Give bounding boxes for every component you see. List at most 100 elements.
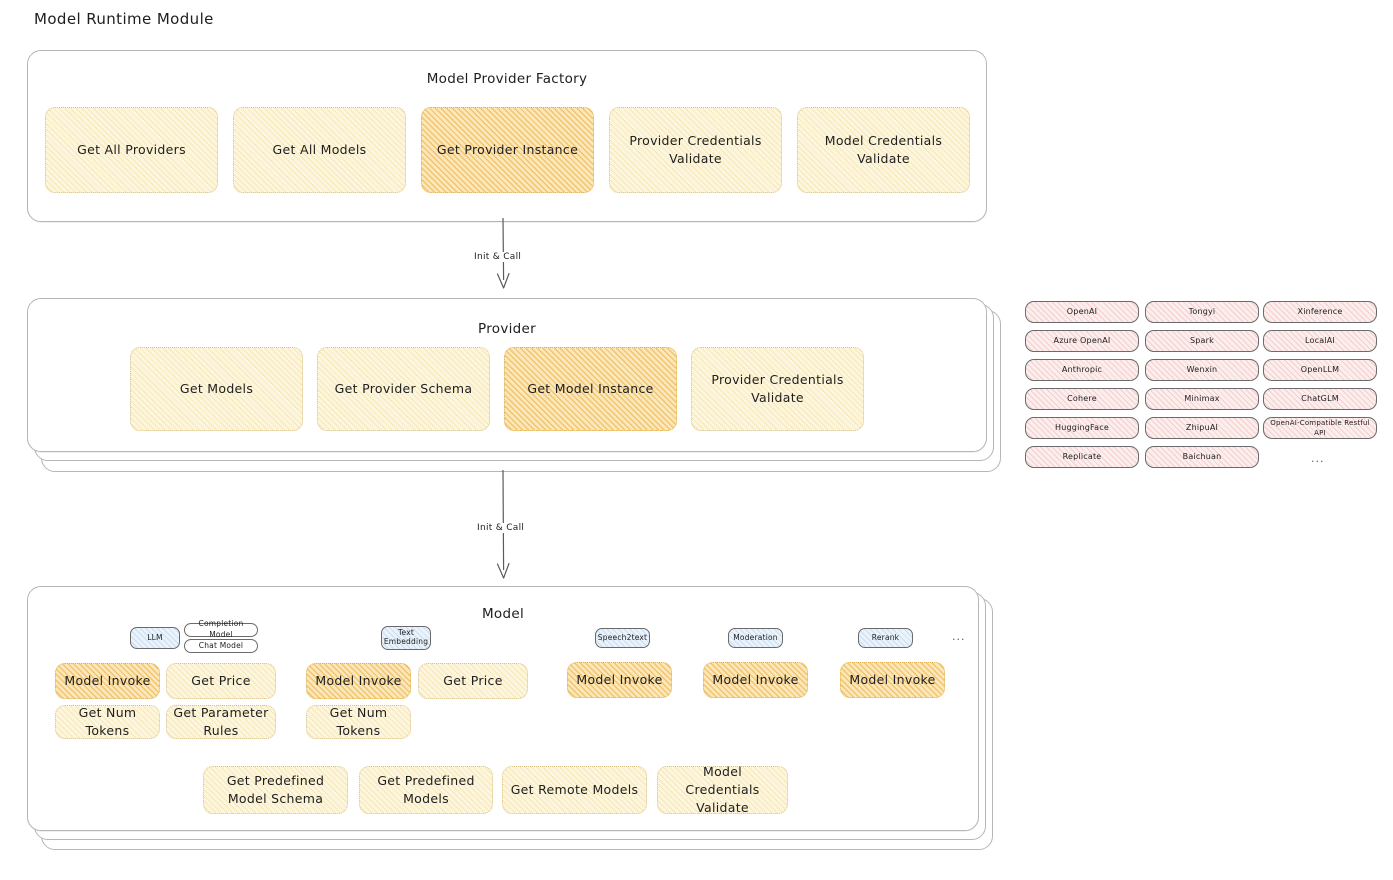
- model-types-more: ...: [952, 630, 966, 643]
- model-node-model-invoke-llm[interactable]: Model Invoke: [55, 663, 160, 699]
- provider-node-get-provider-schema[interactable]: Get Provider Schema: [317, 347, 490, 431]
- model-type-chip-moderation[interactable]: Moderation: [728, 628, 783, 648]
- provider-chip-zhipuai[interactable]: ZhipuAI: [1145, 417, 1259, 439]
- provider-chip-chatglm[interactable]: ChatGLM: [1263, 388, 1377, 410]
- model-subtype-chip-completion-model[interactable]: Completion Model: [184, 619, 258, 639]
- factory-node-provider-credentials-validate[interactable]: Provider Credentials Validate: [609, 107, 782, 193]
- model-node-get-num-tokens-llm[interactable]: Get Num Tokens: [55, 705, 160, 739]
- node-label: Get All Providers: [77, 141, 186, 157]
- node-label: Provider Credentials Validate: [711, 371, 844, 405]
- chip-label: Wenxin: [1186, 365, 1218, 375]
- chip-label: Baichuan: [1182, 452, 1222, 462]
- node-label: Model Credentials Validate: [824, 132, 943, 166]
- chip-label: LLM: [147, 632, 163, 642]
- chip-label: ChatGLM: [1301, 394, 1339, 404]
- model-node-get-remote-models[interactable]: Get Remote Models: [502, 766, 647, 814]
- provider-title: Provider: [478, 321, 536, 337]
- node-label: Get Num Tokens: [78, 704, 137, 738]
- chip-label: Azure OpenAI: [1053, 336, 1111, 346]
- provider-node-provider-credentials-validate[interactable]: Provider Credentials Validate: [691, 347, 864, 431]
- model-node-get-predefined-model-schema[interactable]: Get Predefined Model Schema: [203, 766, 348, 814]
- provider-node-get-model-instance[interactable]: Get Model Instance: [504, 347, 677, 431]
- provider-chip-replicate[interactable]: Replicate: [1025, 446, 1139, 468]
- node-label: Get Remote Models: [510, 781, 639, 797]
- factory-node-model-credentials-validate[interactable]: Model Credentials Validate: [797, 107, 970, 193]
- node-label: Get Predefined Model Schema: [226, 772, 325, 806]
- provider-chip-huggingface[interactable]: HuggingFace: [1025, 417, 1139, 439]
- node-label: Model Credentials Validate: [685, 763, 760, 816]
- model-node-model-invoke-speech2text[interactable]: Model Invoke: [567, 662, 672, 698]
- chip-label: Minimax: [1184, 394, 1220, 404]
- chip-label: LocalAI: [1305, 336, 1335, 346]
- chip-label: Replicate: [1062, 452, 1102, 462]
- node-label: Get Predefined Models: [377, 772, 475, 806]
- arrow-provider-to-model: [496, 470, 510, 579]
- arrow-label-init-and-call-1: Init & Call: [470, 252, 526, 262]
- model-node-get-predefined-models[interactable]: Get Predefined Models: [359, 766, 493, 814]
- node-label: Provider Credentials Validate: [629, 132, 762, 166]
- node-label: Model Invoke: [576, 671, 663, 687]
- provider-chip-tongyi[interactable]: Tongyi: [1145, 301, 1259, 323]
- provider-node-get-models[interactable]: Get Models: [130, 347, 303, 431]
- provider-chip-openllm[interactable]: OpenLLM: [1263, 359, 1377, 381]
- chip-label: Rerank: [871, 632, 900, 642]
- factory-node-get-all-providers[interactable]: Get All Providers: [45, 107, 218, 193]
- chip-label: OpenAI: [1066, 307, 1098, 317]
- chip-label: OpenAI-Compatible Restful API: [1270, 418, 1370, 437]
- provider-chip-cohere[interactable]: Cohere: [1025, 388, 1139, 410]
- arrow-factory-to-provider: [496, 218, 510, 289]
- provider-chip-azure-openai[interactable]: Azure OpenAI: [1025, 330, 1139, 352]
- node-label: Get Parameter Rules: [173, 704, 269, 738]
- node-label: Get Price: [443, 672, 503, 688]
- node-label: Get Num Tokens: [329, 704, 388, 738]
- model-type-chip-llm[interactable]: LLM: [130, 627, 180, 649]
- model-node-model-invoke-moderation[interactable]: Model Invoke: [703, 662, 808, 698]
- node-label: Model Invoke: [64, 672, 151, 688]
- provider-chip-openai-compatible-restful-api[interactable]: OpenAI-Compatible Restful API: [1263, 417, 1377, 439]
- node-label: Model Invoke: [712, 671, 799, 687]
- model-node-get-num-tokens-text-embedding[interactable]: Get Num Tokens: [306, 705, 411, 739]
- arrow-label-init-and-call-2: Init & Call: [473, 523, 529, 533]
- chip-label: ZhipuAI: [1185, 423, 1219, 433]
- provider-chip-xinference[interactable]: Xinference: [1263, 301, 1377, 323]
- chip-label: OpenLLM: [1300, 365, 1340, 375]
- chip-label: Cohere: [1067, 394, 1097, 404]
- chip-label: Moderation: [733, 632, 778, 642]
- chip-label: Chat Model: [198, 640, 244, 650]
- chip-label: Xinference: [1297, 307, 1343, 317]
- chip-label: Spark: [1190, 336, 1214, 346]
- node-label: Model Invoke: [315, 672, 402, 688]
- model-type-chip-rerank[interactable]: Rerank: [858, 628, 913, 648]
- model-provider-factory-title: Model Provider Factory: [426, 71, 588, 87]
- model-node-model-invoke-rerank[interactable]: Model Invoke: [840, 662, 945, 698]
- chip-label: Completion Model: [198, 619, 244, 639]
- provider-chip-anthropic[interactable]: Anthropic: [1025, 359, 1139, 381]
- factory-node-get-all-models[interactable]: Get All Models: [233, 107, 406, 193]
- model-node-get-parameter-rules-llm[interactable]: Get Parameter Rules: [166, 705, 276, 739]
- provider-chip-wenxin[interactable]: Wenxin: [1145, 359, 1259, 381]
- provider-chip-localai[interactable]: LocalAI: [1263, 330, 1377, 352]
- model-subtype-chip-chat-model[interactable]: Chat Model: [184, 639, 258, 653]
- provider-chip-spark[interactable]: Spark: [1145, 330, 1259, 352]
- node-label: Model Invoke: [849, 671, 936, 687]
- chip-label: Speech2text: [597, 632, 648, 642]
- model-node-model-credentials-validate[interactable]: Model Credentials Validate: [657, 763, 788, 816]
- node-label: Get Models: [179, 380, 254, 396]
- model-node-get-price-llm[interactable]: Get Price: [166, 663, 276, 699]
- chip-label: Anthropic: [1061, 365, 1103, 375]
- model-title: Model: [481, 606, 525, 622]
- provider-chip-minimax[interactable]: Minimax: [1145, 388, 1259, 410]
- provider-list-more: ...: [1311, 452, 1325, 465]
- model-node-model-invoke-text-embedding[interactable]: Model Invoke: [306, 663, 411, 699]
- model-node-get-price-text-embedding[interactable]: Get Price: [418, 663, 528, 699]
- node-label: Get Model Instance: [527, 380, 654, 396]
- model-type-chip-speech2text[interactable]: Speech2text: [595, 628, 650, 648]
- page-title: Model Runtime Module: [34, 10, 214, 28]
- provider-chip-openai[interactable]: OpenAI: [1025, 301, 1139, 323]
- provider-chip-baichuan[interactable]: Baichuan: [1145, 446, 1259, 468]
- model-type-chip-text-embedding[interactable]: Text Embedding: [381, 626, 431, 650]
- node-label: Get Provider Schema: [334, 380, 473, 396]
- factory-node-get-provider-instance[interactable]: Get Provider Instance: [421, 107, 594, 193]
- chip-label: Text Embedding: [383, 628, 429, 646]
